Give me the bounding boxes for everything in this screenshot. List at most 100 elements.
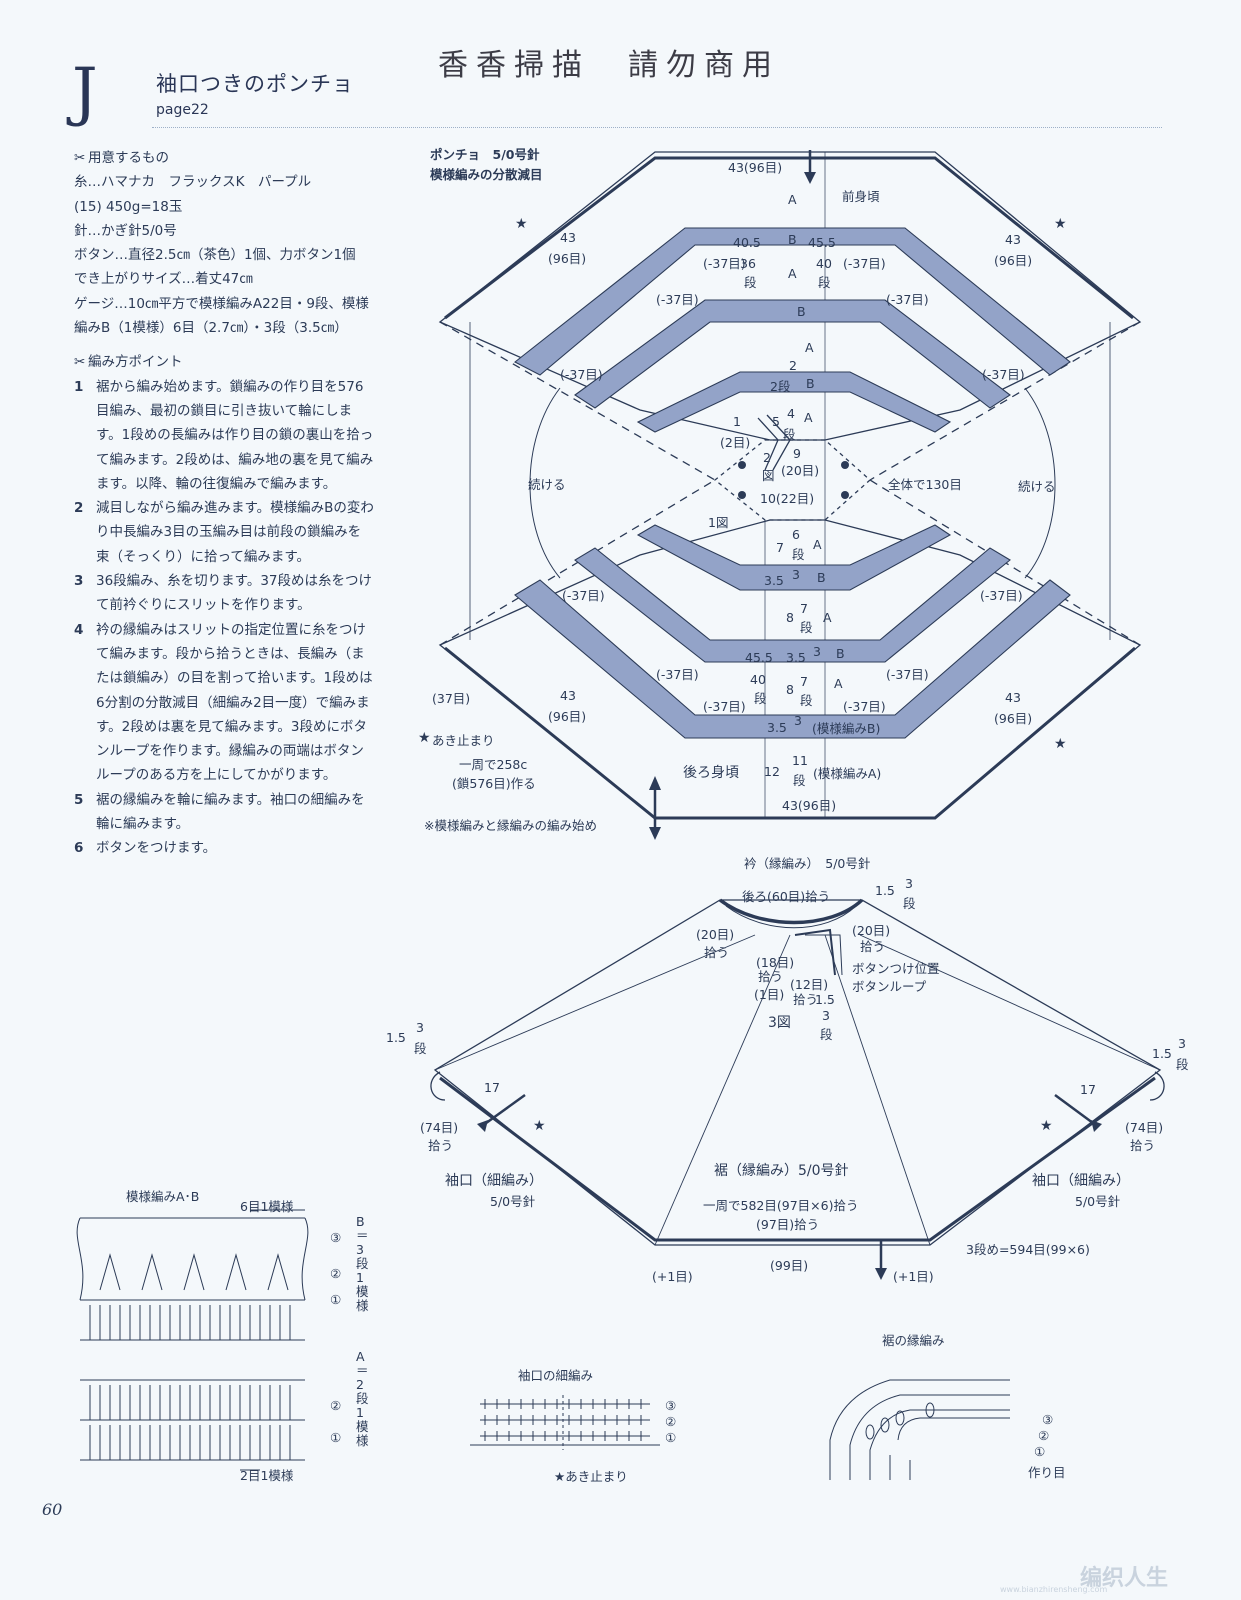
slit-stop-label: あき止まり [432,733,495,748]
materials-line: ゲージ…10㎝平方で模様編みA22目・9段、模様編みB（1模様）6目（2.7㎝）… [74,295,369,337]
side-stitches: (96目) [548,709,587,724]
rows-label: 6 [792,527,800,542]
rows-label: 3.5 [767,720,787,735]
points-heading: ✂編み方ポイント [74,350,374,374]
rows-unit: 段 [818,275,831,290]
decrease-label: (-37目) [980,588,1023,603]
row-marker: ② [1038,1428,1050,1443]
pickup-label: 拾う [860,939,886,954]
decrease-label: (-37目) [886,292,929,307]
label-b: B [806,376,815,391]
pickup-label: 拾う [428,1138,454,1153]
chart-ab-title: 模様編みA･B [126,1189,200,1204]
decrease-label: (-37目) [843,256,886,271]
chart-cuff-title: 袖口の細編み [518,1368,594,1383]
width-label: 1.5 [875,883,895,898]
pickup-label: (20目) [696,927,735,942]
fig1-label: 1図 [708,515,729,530]
width-label: 17 [484,1080,500,1095]
star-marker-icon: ★ [515,216,528,232]
pickup-label: 拾う [793,992,819,1007]
page-number: 60 [42,1500,63,1519]
rows-label: 3.5 [764,573,784,588]
side-length: 43 [1005,690,1021,705]
decrease-label: (-37目) [843,699,886,714]
pattern-a-label: (模様編みA) [813,766,882,781]
rows-label: 12 [764,764,780,779]
rows-label: 3 [813,644,821,659]
round-label-1: 一周で258c [459,757,528,772]
row-marker: ② [665,1414,677,1429]
hem-label: 裾（縁編み）5/0号針 [714,1163,849,1179]
pickup-label: (74目) [1125,1120,1164,1135]
decrease-label: (-37目) [656,667,699,682]
materials-line: 糸…ハマナカ フラックスK パープル [74,174,312,191]
continue-arrow-right [1024,387,1056,579]
decrease-label: (-37目) [703,256,746,271]
chart-hem-title: 裾の縁編み [882,1333,945,1348]
pattern-b-label: (模様編みB) [812,721,881,736]
label-a: A [834,676,843,691]
width-label: 10(22目) [760,491,815,506]
button-position: ボタンつけ位置 [852,961,940,976]
continue-label: 続ける [528,477,566,492]
rows-label: 2段 [770,379,791,394]
chart-ab-repeat: 6目1模様 [240,1199,294,1214]
page-reference: page22 [156,102,209,118]
hem-pickup: (97目)拾う [756,1217,820,1232]
chart-hem-start: 作り目 [1028,1465,1066,1480]
rows-label: 40 [750,672,766,687]
row-marker: ① [665,1430,677,1445]
rows-label: 7 [800,601,808,616]
materials-list: 糸…ハマナカ フラックスK パープル (15) 450g=18玉 針…かぎ針5/… [74,170,374,340]
star-marker-icon: ★ [554,1469,566,1484]
fig1-title-1: ポンチョ 5/0号針 [430,147,540,162]
rows-label: 40 [816,256,832,271]
collar-title: 衿（縁編み） 5/0号針 [744,856,871,871]
rows-label: 11 [792,753,808,768]
row-marker: ③ [330,1230,342,1245]
rows-unit: 段 [903,896,916,911]
pickup-label: 拾う [758,969,784,984]
rows-unit: 段 [793,773,806,788]
chart-hem-symbols [829,1379,1010,1480]
fig-ref: 図 [762,468,775,483]
materials-line: ボタン…直径2.5㎝（茶色）1個、力ボタン1個 [74,247,356,264]
rows-label: 2 [789,358,797,373]
width-label: 45.5 [808,235,836,250]
rows-unit: 段 [792,547,805,562]
hem-stitches: (99目) [770,1258,809,1273]
row3-label: 3段め=594目(99×6) [966,1242,1090,1257]
stamp-text-2: 請勿商用 [628,48,780,83]
fig-ref: 2 [763,450,771,465]
continue-label: 続ける [1018,479,1056,494]
row-marker: ① [330,1292,342,1307]
materials-line: でき上がりサイズ…着丈47㎝ [74,271,253,288]
header-rule [152,127,1162,128]
start-note: ※模様編みと縁編みの編み始め [424,818,597,833]
button-loop: ボタンループ [852,979,927,994]
b-stripes-back [514,524,1071,739]
front-label: 前身頃 [842,189,880,204]
width-label: 17 [1080,1082,1096,1097]
width-label: 1.5 [1152,1046,1172,1061]
scissors-icon: ✂ [74,354,86,371]
back-label: 後ろ身頃 [683,765,739,781]
side-stitches: (96目) [548,251,587,266]
needle-label: 5/0号針 [1075,1194,1121,1209]
rows-unit: 段 [744,275,757,290]
side-length: 43 [560,230,576,245]
rows-label: 1 [733,414,741,429]
back-pickup: 後ろ(60目)拾う [742,889,831,904]
star-marker-icon: ★ [1040,1118,1053,1134]
label-a: A [788,266,797,281]
rows-label: 3 [416,1020,424,1035]
materials-line: 針…かぎ針5/0号 [74,222,177,239]
materials-line: (15) 450g=18玉 [74,198,183,215]
decrease-label: (-37目) [703,699,746,714]
